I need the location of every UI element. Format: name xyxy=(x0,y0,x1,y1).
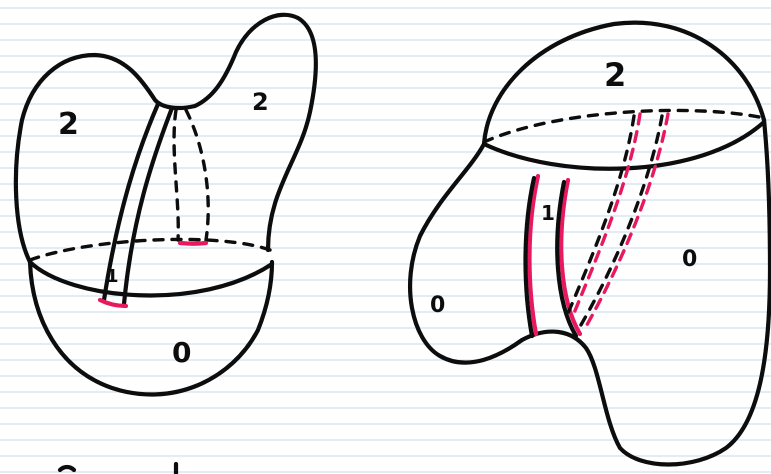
left-label-bottom-cap: 0 xyxy=(172,336,191,369)
right-figure-band-hidden-right-black xyxy=(578,116,662,330)
right-label-band: 1 xyxy=(541,201,555,225)
right-figure-lower-body xyxy=(410,120,770,465)
stray-pen-mark-2 xyxy=(60,467,74,470)
left-figure-front-equator xyxy=(30,262,272,295)
right-label-top-cap: 2 xyxy=(604,56,626,94)
left-label-top-right-lobe: 2 xyxy=(252,88,269,116)
right-label-left-body: 0 xyxy=(430,293,445,318)
left-figure-band-back-left xyxy=(174,110,178,240)
right-figure-band-hidden-right xyxy=(584,114,668,330)
left-figure-band-back-right xyxy=(186,110,208,240)
right-figure-back-equator xyxy=(484,110,764,142)
right-surface-figure: 2 1 0 0 xyxy=(410,23,770,465)
left-figure-back-equator xyxy=(30,239,270,260)
left-figure-band-boundary-back xyxy=(180,243,206,244)
right-label-right-body: 0 xyxy=(682,247,697,272)
left-label-top-left-lobe: 2 xyxy=(58,107,79,142)
left-label-band: 1 xyxy=(106,266,119,287)
left-figure-band-edge-right xyxy=(124,108,172,304)
